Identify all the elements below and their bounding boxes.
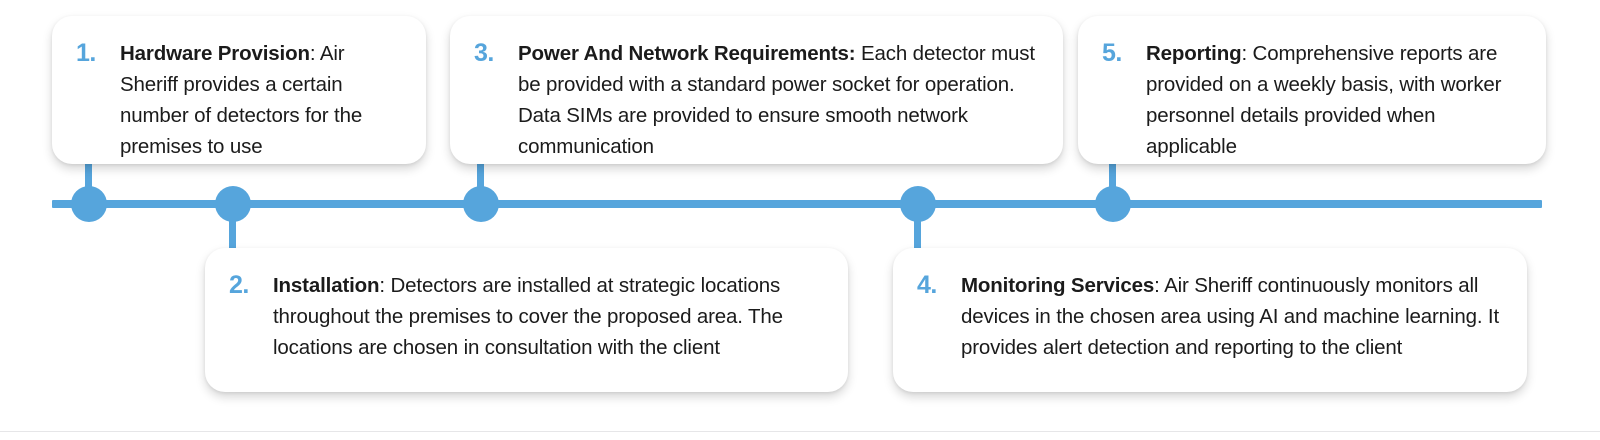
step-number-2: 2. [229,271,249,299]
step-card-1[interactable]: 1. Hardware Provision: Air Sheriff provi… [52,16,426,164]
step-text-3: Power And Network Requirements: Each det… [518,38,1039,162]
step-card-5[interactable]: 5. Reporting: Comprehensive reports are … [1078,16,1546,164]
step-separator-5: : [1241,42,1253,65]
step-number-1: 1. [76,39,96,67]
step-card-2[interactable]: 2. Installation: Detectors are installed… [205,248,848,392]
timeline-dot-1[interactable] [71,186,107,222]
step-body-5: Comprehensive reports are provided on a … [1146,42,1502,158]
step-text-5: Reporting: Comprehensive reports are pro… [1146,38,1522,162]
connector-stem-4 [914,202,921,272]
timeline-axis [52,200,1542,208]
step-heading-5: Reporting [1146,42,1242,65]
step-text-1: Hardware Provision: Air Sheriff provides… [120,38,402,162]
step-number-5: 5. [1102,39,1122,67]
step-heading-1: Hardware Provision [120,42,310,65]
step-separator-1: : [309,42,320,65]
step-number-4: 4. [917,271,937,299]
timeline-dot-4[interactable] [900,186,936,222]
step-card-3[interactable]: 3. Power And Network Requirements: Each … [450,16,1063,164]
timeline-dot-3[interactable] [463,186,499,222]
step-body-2: Detectors are installed at strategic loc… [273,274,783,359]
connector-stem-2 [229,202,236,272]
step-heading-4: Monitoring Services [961,274,1155,297]
step-body-4: Air Sheriff continuously monitors all de… [961,274,1500,359]
step-separator-2: : [379,274,391,297]
step-heading-2: Installation [273,274,380,297]
step-heading-3: Power And Network Requirements: [518,42,856,65]
timeline-dot-2[interactable] [215,186,251,222]
step-text-4: Monitoring Services: Air Sheriff continu… [961,270,1503,363]
step-body-3: Each detector must be provided with a st… [518,42,1035,158]
step-text-2: Installation: Detectors are installed at… [273,270,824,363]
step-number-3: 3. [474,39,494,67]
step-body-1: Air Sheriff provides a certain number of… [120,42,363,158]
footer-divider [0,431,1600,432]
step-separator-4: : [1154,274,1165,297]
timeline-dot-5[interactable] [1095,186,1131,222]
step-card-4[interactable]: 4. Monitoring Services: Air Sheriff cont… [893,248,1527,392]
